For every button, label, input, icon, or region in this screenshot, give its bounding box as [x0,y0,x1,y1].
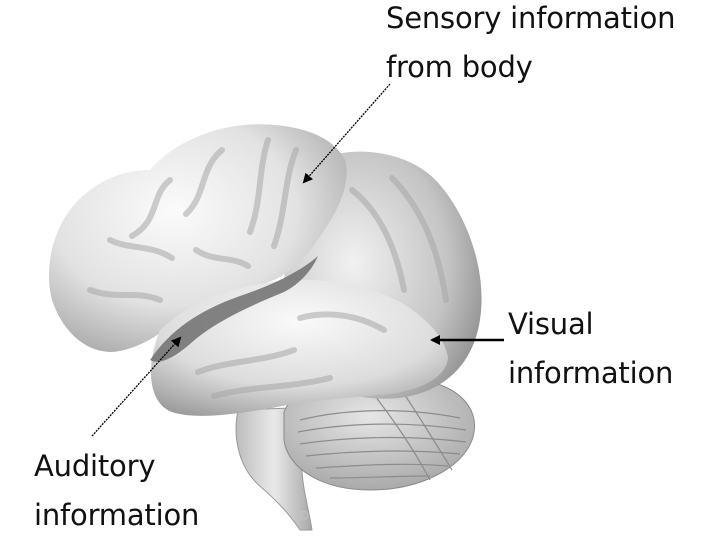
auditory-label-line2: information [34,498,200,532]
copyright-watermark: © [298,509,310,523]
sensory-label-line1: Sensory information [386,1,676,35]
auditory-label-line1: Auditory [34,449,156,483]
sensory-information-label: Sensory information from body [386,0,676,92]
cortex-folds [87,137,449,399]
visual-label-line1: Visual [508,307,594,341]
visual-label-line2: information [508,356,674,390]
sensory-label-line2: from body [386,50,533,84]
visual-information-label: Visual information [508,300,673,398]
lateral-fissure [150,256,318,362]
auditory-information-label: Auditory information [34,442,199,540]
sensory-arrow [302,83,391,184]
cerebellum-folia [297,387,467,481]
auditory-arrow [91,336,182,437]
